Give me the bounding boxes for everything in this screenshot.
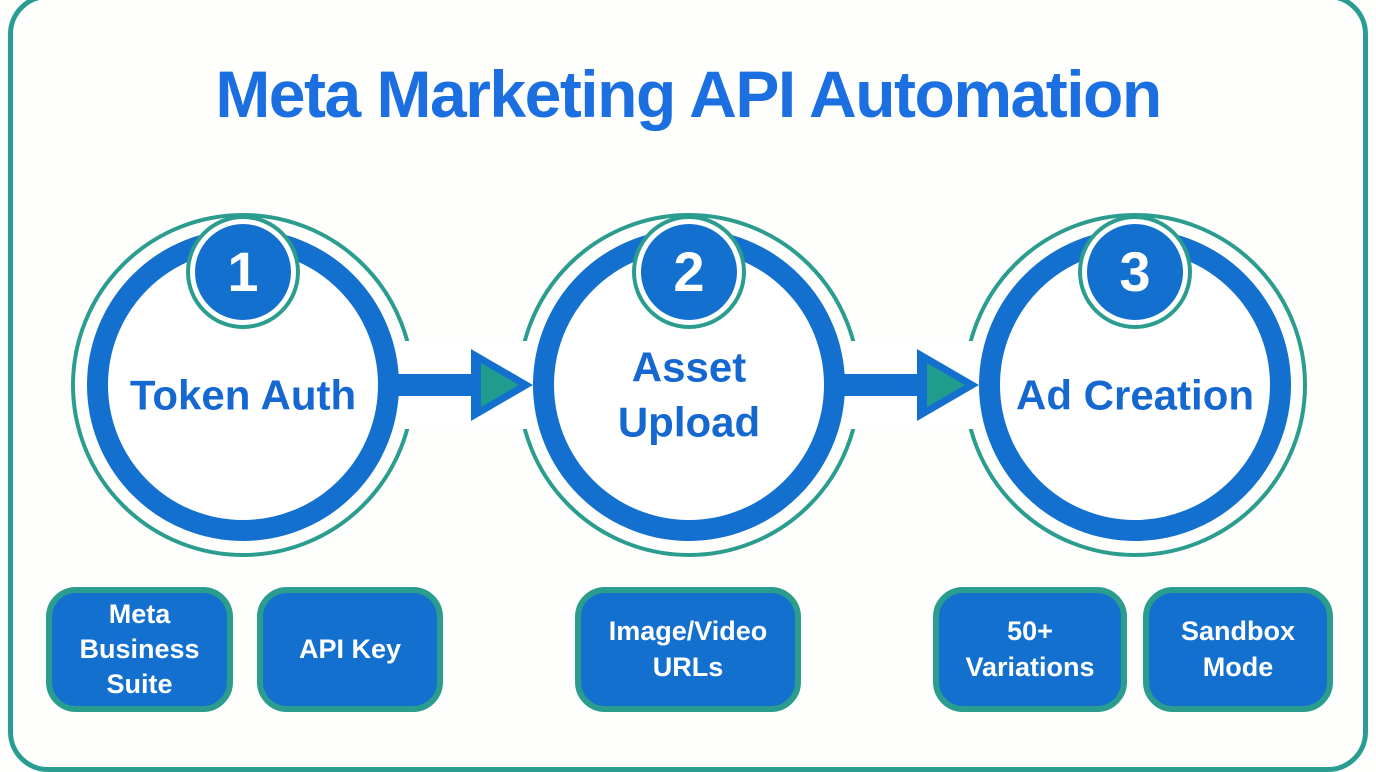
tag-50-variations: 50+ Variations (933, 587, 1127, 712)
step-number: 1 (227, 240, 259, 303)
tag-sandbox-mode: Sandbox Mode (1143, 587, 1333, 712)
step-token-auth: Token Auth 1 (63, 200, 423, 580)
tag-label: Image/Video URLs (608, 616, 768, 682)
tag-label: Sandbox Mode (1180, 616, 1295, 682)
arrow-shaft (839, 374, 923, 396)
tag-label: Meta Business Suite (79, 598, 200, 700)
step-number: 2 (673, 240, 705, 303)
step-ad-creation: Ad Creation 3 (955, 200, 1315, 580)
step-label: Asset Upload (617, 343, 761, 446)
tag-label: 50+ Variations (965, 616, 1095, 682)
arrow-right-icon (917, 345, 981, 425)
arrow-right-icon (471, 345, 535, 425)
page-title: Meta Marketing API Automation (215, 57, 1162, 131)
arrow-shaft (393, 374, 477, 396)
step-number-badge: 3 (1082, 219, 1188, 325)
tag-image-video-urls: Image/Video URLs (575, 587, 801, 712)
tag-meta-business-suite: Meta Business Suite (46, 587, 233, 712)
step-number-badge: 2 (636, 219, 742, 325)
step-number: 3 (1119, 240, 1151, 303)
step-label: Ad Creation (1015, 371, 1254, 419)
tag-api-key: API Key (257, 587, 443, 712)
tag-label: API Key (298, 633, 402, 664)
step-asset-upload: Asset Upload 2 (509, 200, 869, 580)
step-number-badge: 1 (190, 219, 296, 325)
step-label: Token Auth (129, 371, 357, 419)
